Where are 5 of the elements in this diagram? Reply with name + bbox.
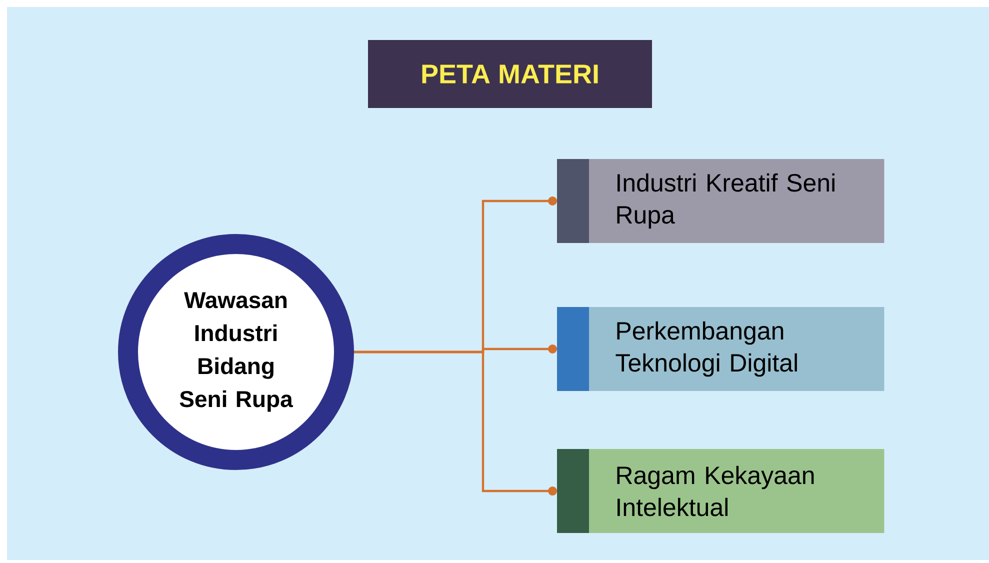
topic-box: Perkembangan Teknologi Digital <box>557 307 884 391</box>
topic-box: Industri Kreatif Seni Rupa <box>557 159 884 243</box>
topic-box: Ragam Kekayaan Intelektual <box>557 449 884 533</box>
title-banner: PETA MATERI <box>368 40 652 108</box>
connector <box>354 350 557 496</box>
